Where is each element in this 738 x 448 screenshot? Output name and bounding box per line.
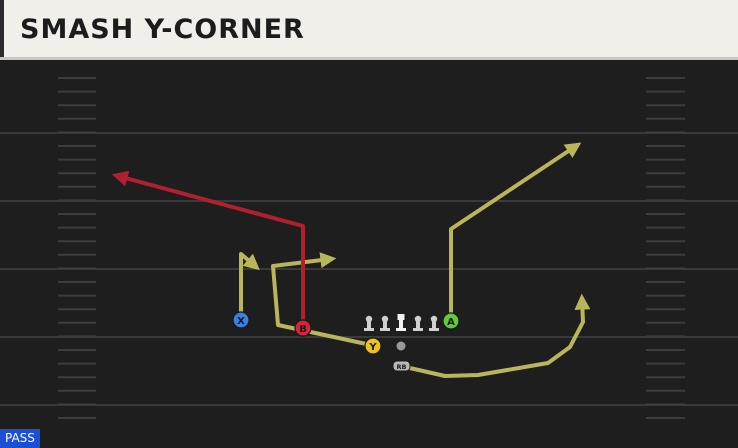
player-y-label: Y (368, 342, 377, 353)
play-type-badge: PASS (0, 429, 40, 448)
play-title: SMASH Y-CORNER (20, 14, 305, 45)
b-route (111, 170, 305, 328)
player-x[interactable]: X (232, 311, 250, 329)
center-icon (396, 314, 406, 331)
player-b-label: B (299, 324, 307, 335)
offensive-line (364, 314, 439, 331)
player-rb[interactable]: RB (392, 360, 411, 372)
player-a-label: A (447, 317, 455, 328)
quarterback-icon (396, 341, 406, 351)
a-route (449, 142, 582, 320)
lineman-icon (429, 315, 439, 331)
lineman-icon (413, 315, 423, 331)
hash-marks (58, 77, 685, 419)
lineman-icon (364, 315, 374, 331)
yard-lines (0, 132, 738, 406)
play-diagram-field: X B Y A RB (0, 60, 738, 448)
x-route (239, 252, 260, 318)
routes (111, 142, 591, 378)
lineman-icon (380, 315, 390, 331)
field-background (0, 60, 738, 448)
title-accent-stripe (0, 0, 4, 57)
player-y[interactable]: Y (364, 337, 382, 355)
player-a[interactable]: A (442, 312, 460, 330)
player-rb-label: RB (397, 363, 407, 371)
player-b[interactable]: B (294, 319, 312, 337)
player-x-label: X (237, 316, 245, 327)
rb-route (400, 293, 591, 378)
play-title-bar: SMASH Y-CORNER (0, 0, 738, 60)
